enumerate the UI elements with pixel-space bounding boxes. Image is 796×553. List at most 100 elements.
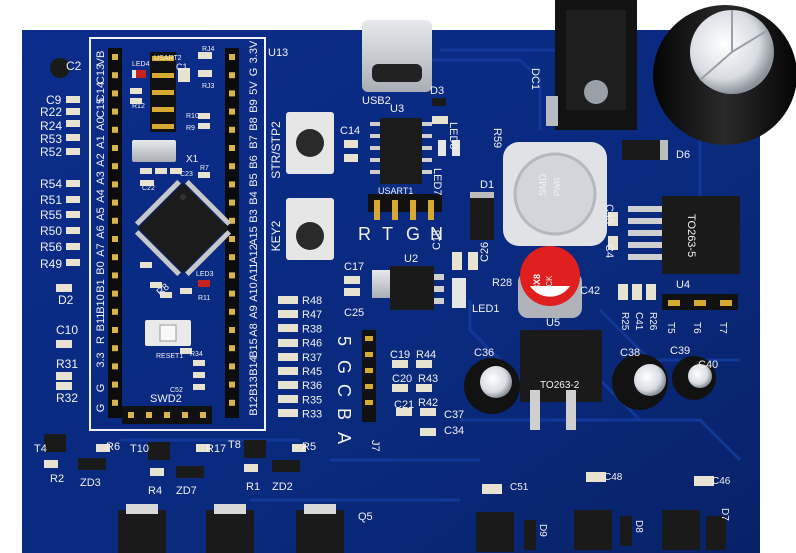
module-right-pin-label: B3	[248, 209, 260, 222]
silkscreen-label: C36	[474, 347, 494, 359]
module-left-pin-label: A1	[95, 135, 107, 148]
resistor-label: R35	[302, 394, 322, 406]
bottom-label: T8	[228, 439, 241, 451]
usart1-pin-label: T	[382, 224, 393, 244]
silkscreen-label: D3	[430, 85, 444, 97]
button-label-bottom: KEY2	[269, 220, 283, 251]
silkscreen-label: U5	[546, 317, 560, 329]
usart1-pin-label: N	[430, 224, 443, 244]
module-right-pin-label: A11	[248, 263, 260, 282]
j7-pin-label: G	[334, 360, 354, 374]
module-left-pin-label: G	[95, 384, 107, 393]
header-pin	[229, 381, 235, 388]
header-pin	[229, 181, 235, 188]
silkscreen-label: C38	[620, 347, 640, 359]
header-pin	[229, 108, 235, 115]
header-pin	[229, 327, 235, 333]
left-column-label: R49	[40, 257, 62, 271]
silkscreen-label: R11	[198, 295, 210, 302]
silkscreen-label: R28	[492, 277, 512, 289]
silkscreen-label: C1	[176, 62, 188, 72]
header-pin	[229, 363, 235, 370]
silkscreen-label: C52	[170, 387, 183, 394]
led1	[452, 278, 466, 308]
silkscreen-label: R12	[132, 103, 145, 110]
mid-smd-components	[344, 252, 656, 436]
bottom-right-label: D8	[633, 520, 644, 533]
module-left-pin-label: A4	[95, 189, 107, 202]
round-capacitors	[464, 354, 716, 414]
module-left-pin-label: G	[95, 404, 107, 413]
header-pin	[112, 108, 118, 115]
silkscreen-label: LED4	[132, 61, 150, 68]
left-column-label: R31	[56, 357, 78, 371]
usart2-label: USART2	[154, 55, 182, 62]
module-left-pin-label: B11	[95, 313, 107, 332]
header-pin	[112, 381, 118, 388]
module-left-pin-label: VB	[95, 51, 107, 66]
bottom-label: R17	[206, 443, 226, 455]
bottom-label: ZD7	[176, 485, 197, 497]
header-pin	[229, 272, 235, 279]
header-pin	[229, 54, 235, 60]
header-pin	[229, 145, 235, 151]
silkscreen-label: C17	[344, 261, 364, 273]
module-left-pin-label: B10	[95, 294, 107, 314]
left-column-label: R50	[40, 224, 62, 238]
bottom-components	[44, 434, 726, 553]
header-pin	[229, 90, 235, 97]
silkscreen-label: RESET1	[156, 353, 183, 360]
module-left-pin-label: R	[95, 336, 107, 344]
bottom-right-label: C48	[604, 472, 623, 483]
mid-cap-label: R44	[416, 349, 436, 361]
silkscreen-label: C40	[698, 359, 718, 371]
header-pin	[112, 290, 118, 297]
left-column-label: R55	[40, 208, 62, 222]
silkscreen-label: 8X8	[532, 274, 542, 290]
resistor-label: R38	[302, 323, 322, 335]
silkscreen-label: R25	[619, 312, 630, 331]
resistor-label: R48	[302, 295, 322, 307]
header-pin	[112, 72, 118, 79]
dc-jack	[546, 0, 637, 130]
module-right-pin-label: A12	[248, 244, 260, 264]
bottom-label: Q5	[358, 511, 373, 523]
silkscreen-label: R7	[200, 165, 209, 172]
silkscreen-label: SWD2	[150, 393, 182, 405]
resistor-label: R33	[302, 409, 322, 421]
module-left-pin-label: C13	[95, 64, 107, 84]
left-column-label: R24	[40, 119, 62, 133]
module-left-pin-label: A2	[95, 153, 107, 166]
j7-pin-label: 5	[334, 336, 354, 346]
silkscreen-label: C39	[670, 345, 690, 357]
silkscreen-label: DC1	[529, 68, 541, 90]
u2-regulator	[372, 266, 444, 310]
status-leds	[432, 98, 460, 156]
silkscreen-label: R10	[186, 113, 199, 120]
resistor-label: R45	[302, 366, 322, 378]
module-right-pin-label: B14	[248, 356, 260, 376]
mid-cap-label: C20	[392, 373, 412, 385]
module-right-pin-label: B6	[248, 155, 260, 168]
header-pin	[112, 254, 118, 261]
header-pin	[112, 163, 118, 170]
header-pin	[229, 308, 235, 315]
silkscreen-label: TO263-5	[685, 214, 697, 257]
header-pin	[112, 308, 118, 315]
j7-pin-label: C	[334, 384, 354, 397]
module-left-pin-label: C15	[95, 98, 107, 118]
usart1-header	[368, 194, 442, 220]
silkscreen-label: J7	[369, 440, 381, 452]
header-pin	[112, 181, 118, 188]
module-right-pin-label: A10	[248, 282, 260, 302]
to263-5-regulator	[628, 196, 740, 274]
bottom-label: T4	[34, 443, 47, 455]
silkscreen-label: C41	[633, 312, 644, 331]
left-column-label: R52	[40, 145, 62, 159]
module-right-pin-label: B8	[248, 117, 260, 130]
header-pin	[112, 145, 118, 151]
silkscreen-label: LED1	[472, 303, 500, 315]
header-pin	[229, 290, 235, 297]
module-left-pin-label: A3	[95, 171, 107, 184]
silkscreen-label: YCK	[545, 275, 554, 292]
